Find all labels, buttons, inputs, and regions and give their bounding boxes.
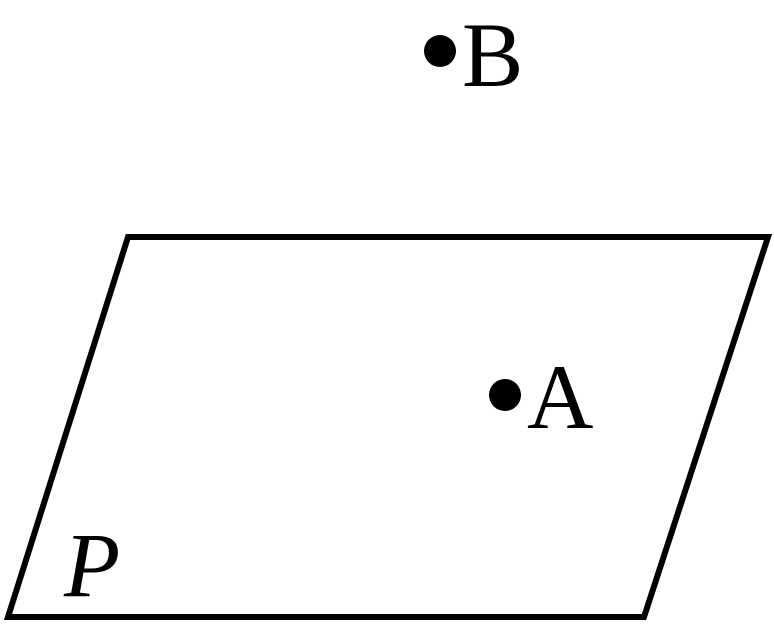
point-b-dot xyxy=(424,35,456,67)
point-b-label: B xyxy=(462,4,523,106)
plane-label: P xyxy=(63,514,120,616)
point-a-dot xyxy=(489,379,521,411)
point-a-label: A xyxy=(527,346,593,448)
plane-parallelogram xyxy=(3,234,773,620)
